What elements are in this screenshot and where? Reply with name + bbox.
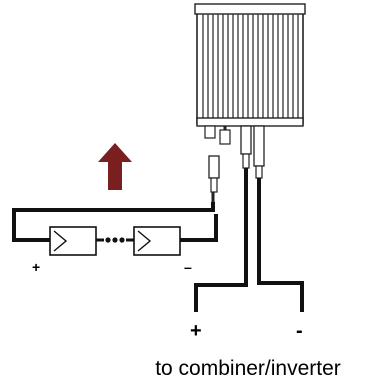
pv-module-icon — [49, 226, 97, 256]
input-connector — [208, 126, 231, 202]
device-base — [196, 117, 304, 127]
string-wiring — [12, 202, 218, 242]
pv-module-1 — [49, 226, 97, 256]
output-plus-wire — [194, 168, 248, 312]
input-plug-top — [219, 129, 231, 145]
string-plus-label: + — [32, 259, 40, 275]
input-connector-body — [208, 155, 220, 179]
power-flow-arrow — [98, 143, 132, 190]
string-minus-label: – — [184, 259, 192, 275]
device-fins — [202, 14, 299, 120]
output-plus-label: + — [190, 320, 202, 342]
input-connector-tail — [210, 177, 218, 193]
device-body — [196, 5, 304, 125]
output-plus-connector — [240, 125, 252, 155]
device-cap — [194, 3, 306, 15]
output-minus-connector — [253, 125, 265, 167]
up-arrow-icon — [98, 143, 132, 190]
string-wire-top — [12, 202, 215, 242]
string-wire-return — [180, 214, 218, 242]
mount-tab — [204, 125, 216, 139]
output-wiring — [194, 168, 304, 312]
output-minus-label: - — [296, 320, 303, 342]
optimizer-unit-icon — [194, 3, 306, 139]
output-minus-wire — [257, 178, 304, 312]
pv-module-icon — [133, 226, 181, 256]
module-ellipsis — [105, 237, 125, 243]
pv-module-2 — [133, 226, 181, 256]
output-caption: to combiner/inverter — [155, 357, 341, 380]
